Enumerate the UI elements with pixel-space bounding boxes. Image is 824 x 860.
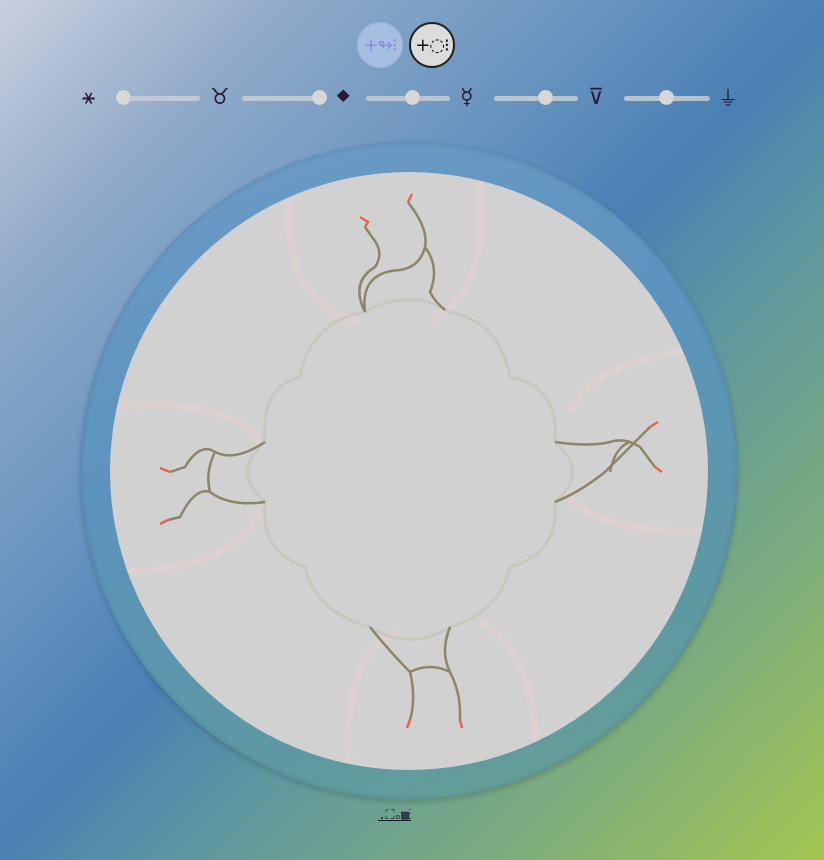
- slider-row: ⚹ ♉ ⯁ ☿ ⊽ ⏚: [82, 84, 742, 114]
- add-circle-icon: +◌⁝: [415, 34, 450, 56]
- slider-glyph-4-icon: ☿: [460, 85, 474, 110]
- slider-2-track[interactable]: [242, 96, 326, 101]
- slider-5-thumb[interactable]: [659, 90, 674, 105]
- slider-4-thumb[interactable]: [538, 90, 553, 105]
- add-path-icon: +↬⁝: [363, 34, 398, 56]
- slider-2-thumb[interactable]: [312, 90, 327, 105]
- slider-glyph-2-icon: ♉: [210, 85, 230, 110]
- footer-link[interactable]: .⛶ₒ▩⁝: [378, 808, 412, 823]
- mode-buttons: +↬⁝ +◌⁝: [357, 22, 455, 68]
- slider-3-thumb[interactable]: [405, 90, 420, 105]
- slider-4-track[interactable]: [494, 96, 578, 101]
- slider-1-track[interactable]: [118, 96, 200, 101]
- slider-1-thumb[interactable]: [116, 90, 131, 105]
- slider-glyph-3-icon: ⯁: [336, 87, 351, 108]
- add-circle-mode-button[interactable]: +◌⁝: [409, 22, 455, 68]
- add-path-mode-button[interactable]: +↬⁝: [357, 22, 403, 68]
- drawing-canvas[interactable]: [110, 172, 708, 770]
- slider-glyph-5-icon: ⊽: [588, 85, 605, 110]
- fractal-drawing: [110, 181, 708, 770]
- slider-glyph-1-icon: ⚹: [82, 85, 96, 110]
- slider-glyph-6-icon: ⏚: [718, 86, 738, 110]
